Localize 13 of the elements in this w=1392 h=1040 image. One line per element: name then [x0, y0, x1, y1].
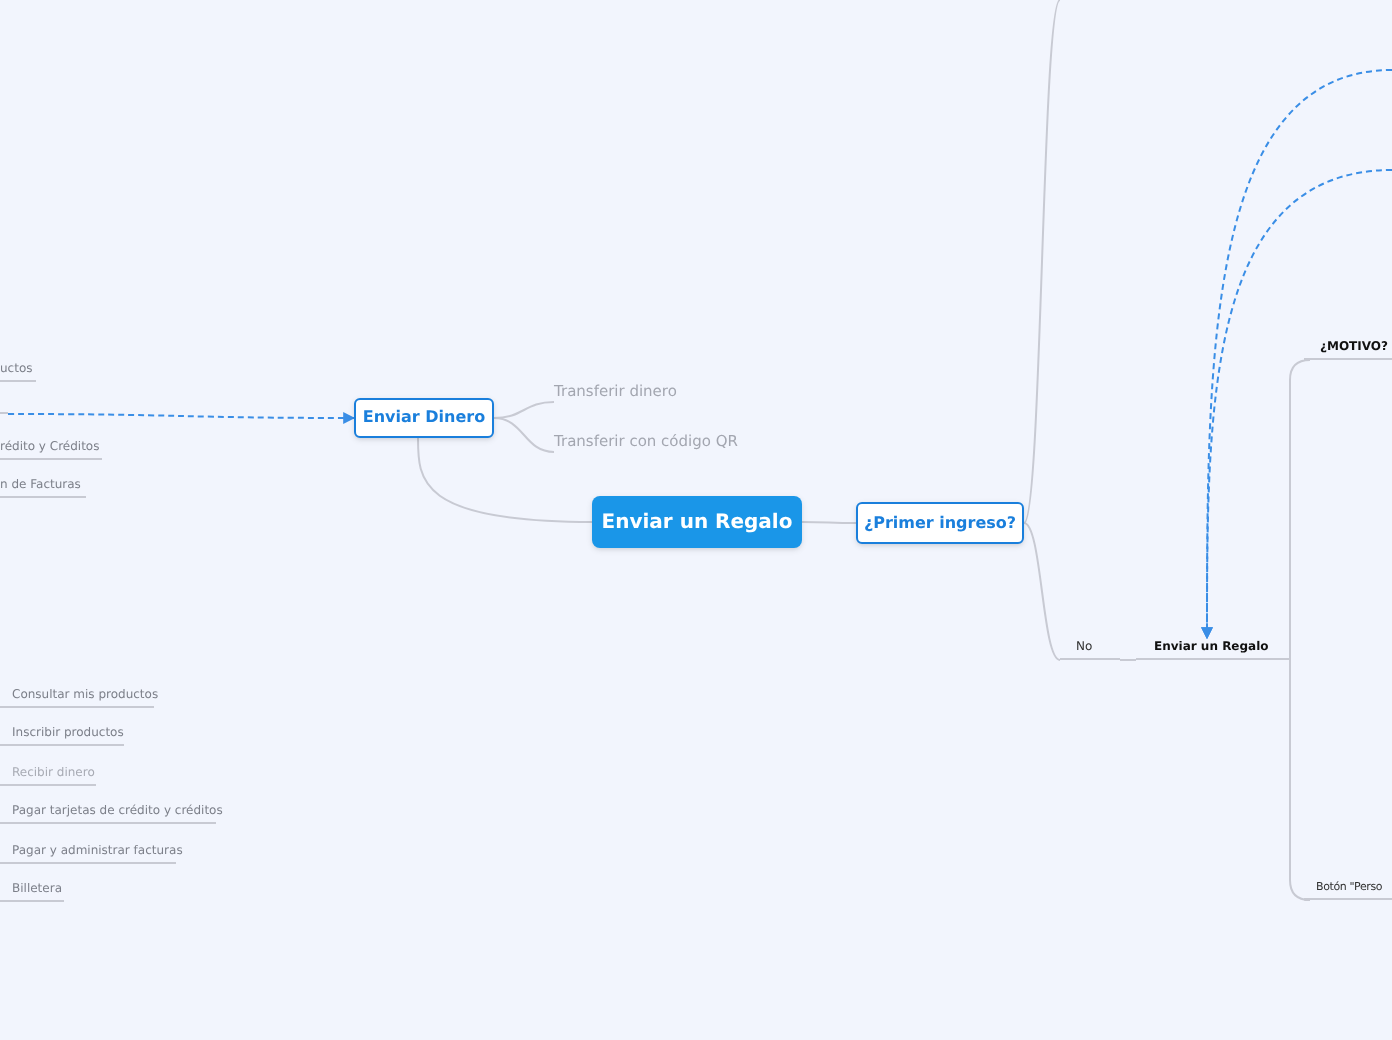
topic-box: Enviar Dinero — [354, 398, 494, 438]
connector-line — [1119, 659, 1137, 661]
topic-box: ¿Primer ingreso? — [856, 502, 1024, 544]
central-topic-box: Enviar un Regalo — [592, 496, 802, 548]
connector-line — [1023, 522, 1061, 661]
connector-line — [801, 521, 857, 524]
connector-line — [1289, 659, 1311, 901]
connector-line — [1289, 359, 1311, 661]
arrow — [7, 412, 356, 424]
arrow — [1201, 169, 1392, 640]
connector-line — [493, 417, 555, 453]
connector-line — [1023, 0, 1061, 524]
connector-line — [417, 437, 593, 523]
